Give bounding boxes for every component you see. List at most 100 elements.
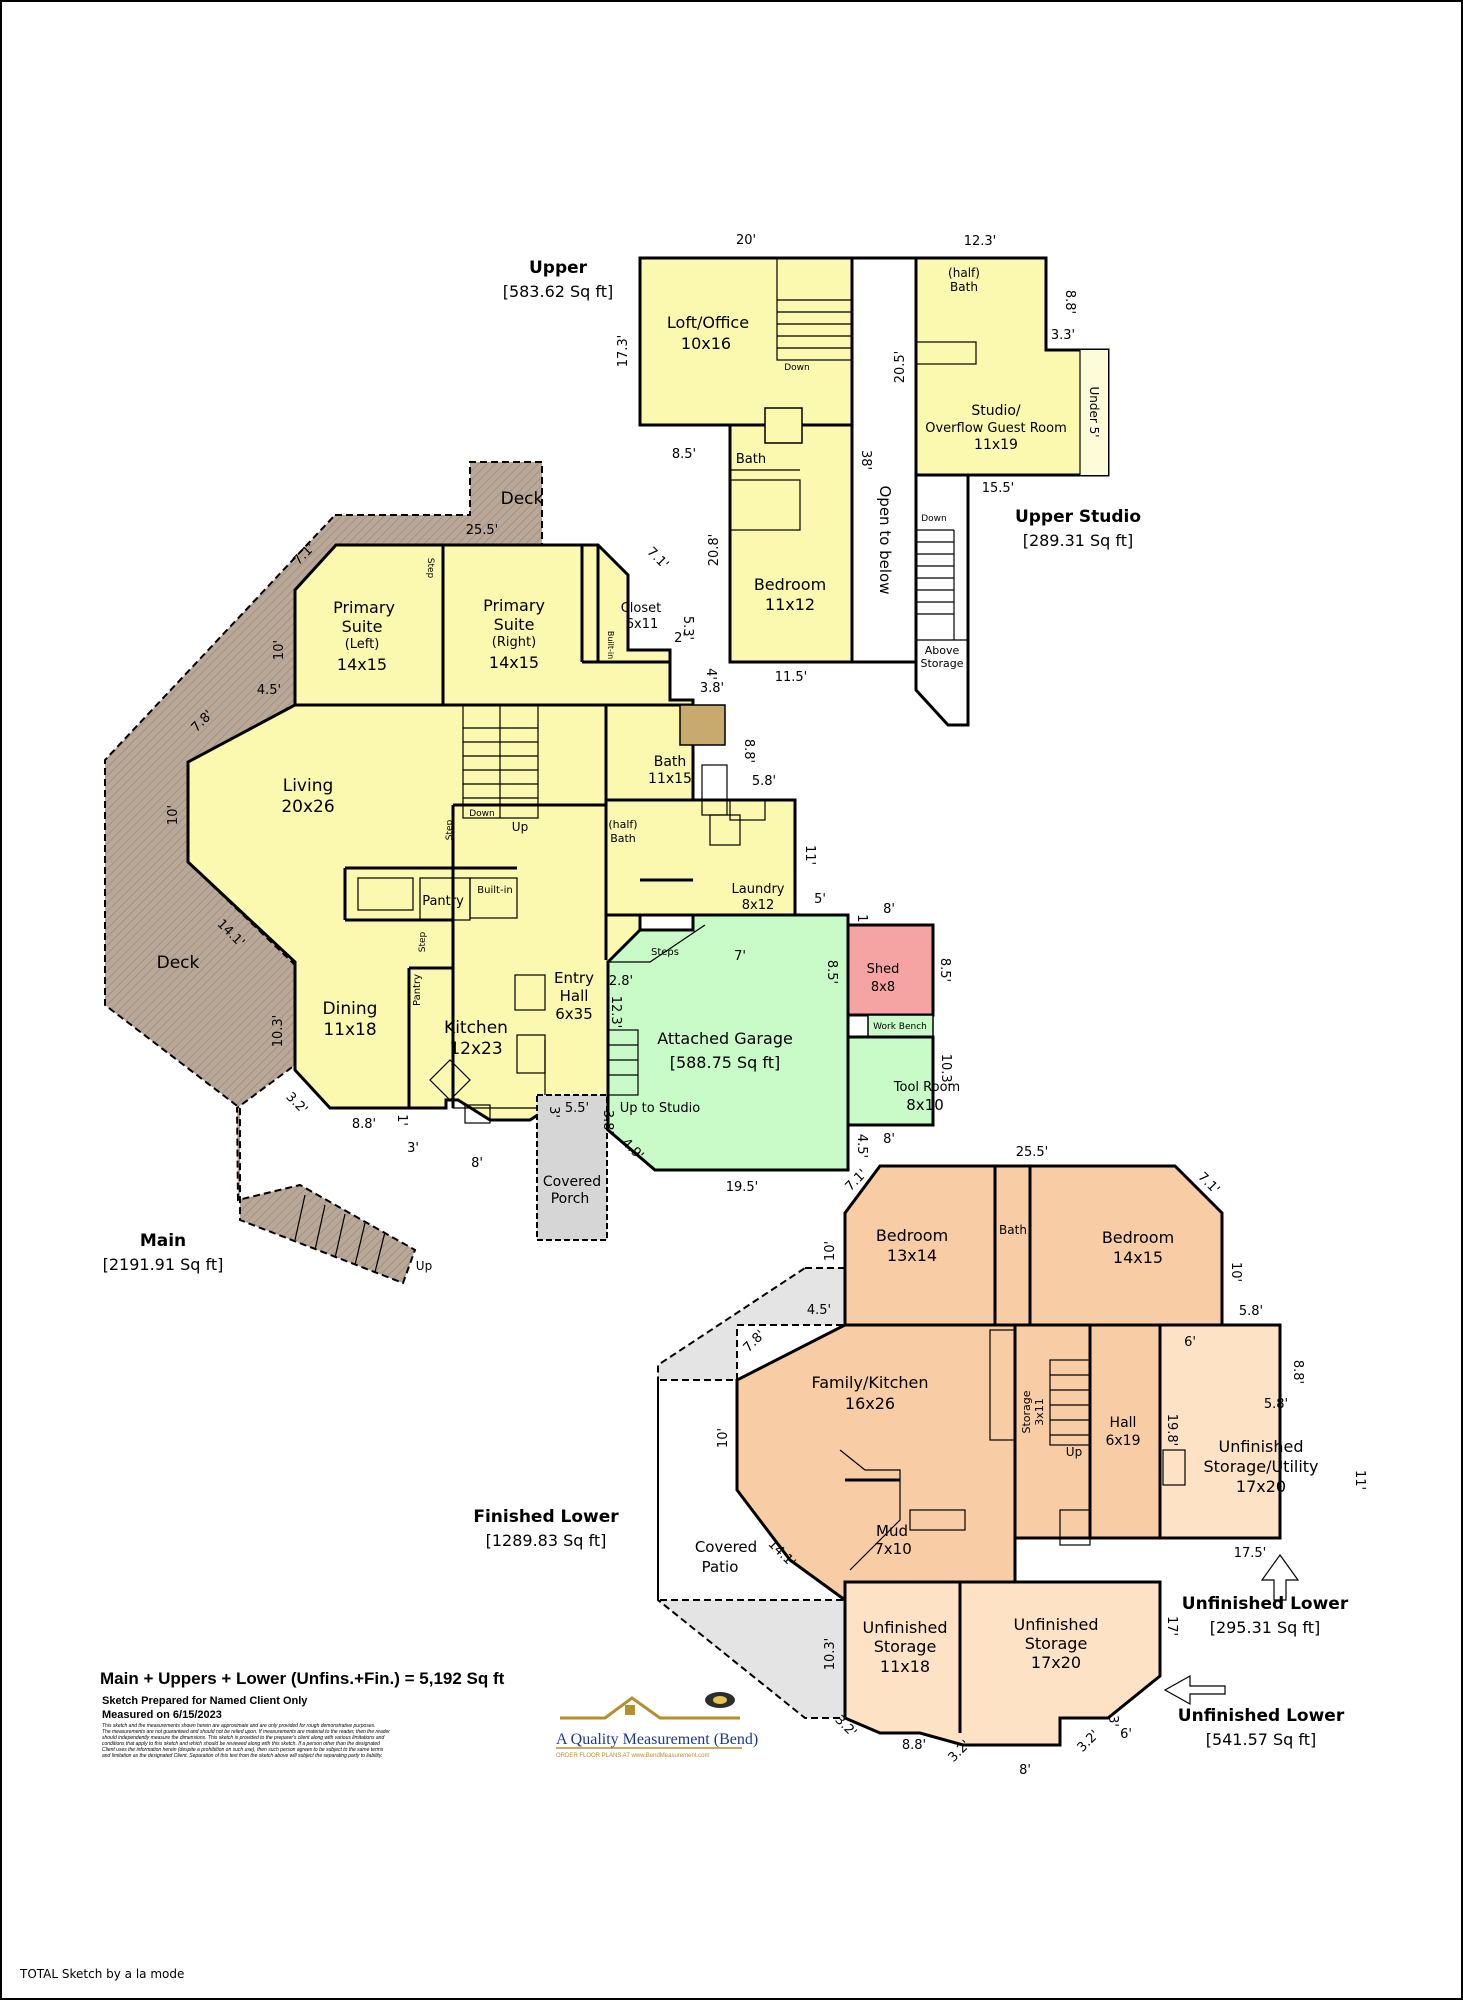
room-size: 3x11	[1033, 1398, 1046, 1426]
dimension-label: 8.8'	[741, 739, 756, 763]
disclaimer-text: This sketch and the measurements shown h…	[102, 1723, 390, 1759]
dimension-label: 5.3'	[680, 616, 695, 640]
room-name: Bedroom	[876, 1226, 948, 1245]
dimension-label: 20.8'	[707, 534, 722, 567]
step-label: Step	[425, 558, 435, 579]
dimension-label: 10'	[1228, 1262, 1243, 1282]
dimension-label: 7.8'	[741, 1328, 769, 1356]
room-size: 17x20	[1031, 1653, 1081, 1672]
stove	[516, 1034, 546, 1074]
room-name: (Left)	[345, 637, 380, 652]
stair-down-label: Down	[921, 514, 947, 524]
section-title-upper-studio: Upper Studio	[1015, 507, 1141, 527]
room-name: Storage	[920, 657, 963, 670]
room-name: Suite	[342, 617, 383, 636]
studio-counter	[915, 341, 977, 365]
dimension-label: 8.8'	[352, 1117, 376, 1132]
room-name: Suite	[494, 615, 535, 634]
dimension-label: 3'	[546, 1106, 561, 1118]
room-area: [588.75 Sq ft]	[670, 1053, 781, 1072]
room-size: 17x20	[1236, 1477, 1286, 1496]
room-name: Kitchen	[444, 1018, 508, 1038]
dimension-label: 4'	[703, 668, 718, 680]
room-size: 14x15	[489, 653, 539, 672]
section-area-upper-studio: [289.31 Sq ft]	[1023, 531, 1134, 550]
room-name: Tool Room	[893, 1080, 960, 1095]
open-to-below-label: Open to below	[876, 485, 894, 594]
dimension-label: 15.5'	[982, 481, 1015, 496]
dimension-label: 2.8'	[609, 974, 633, 989]
utility-box	[1162, 1449, 1186, 1486]
dimension-label: 3.2'	[283, 1090, 311, 1118]
stair-up-label: Up	[512, 820, 528, 834]
dimension-label: 19.8'	[1164, 1414, 1179, 1447]
garage-area	[606, 913, 850, 1172]
deck-label: Deck	[157, 953, 200, 973]
dimension-label: 17.3'	[616, 335, 631, 368]
dimension-label: 20'	[736, 233, 756, 248]
room-size: 6x11	[626, 617, 659, 632]
dimension-label: 5'	[814, 892, 826, 907]
room-size: 11x18	[323, 1020, 376, 1040]
room-size: 16x26	[845, 1394, 895, 1413]
dimension-label: 5.8'	[1264, 1397, 1288, 1412]
section-area-unfinished-lower-2: [541.57 Sq ft]	[1206, 1730, 1317, 1749]
room-size: 12x23	[449, 1039, 502, 1059]
dimension-label: 10.3'	[938, 1054, 953, 1087]
room-name: Bath	[654, 754, 687, 770]
dimension-label: 8'	[1019, 1763, 1031, 1778]
dimension-label: 5.5'	[565, 1101, 589, 1116]
covered-patio-area	[657, 1267, 846, 1719]
stair-up-label: Up	[1066, 1445, 1082, 1459]
logo-tagline: ORDER FLOOR PLANS AT www.BendMeasurement…	[556, 1753, 710, 1759]
room-name: Primary	[333, 598, 395, 617]
section-title-finished-lower: Finished Lower	[473, 1507, 619, 1527]
deck-stairs	[294, 1194, 386, 1273]
upper-bath-fixture	[764, 407, 803, 444]
dimension-label: 3'	[1105, 1715, 1120, 1727]
room-name: Unfinished	[1014, 1615, 1099, 1634]
dimension-label: 10'	[716, 1428, 731, 1448]
kitchen-sink	[464, 1104, 491, 1124]
room-size: 7x10	[874, 1540, 912, 1558]
dimension-label: 10'	[823, 1241, 838, 1261]
section-area-unfinished-lower-1: [295.31 Sq ft]	[1210, 1618, 1321, 1637]
builtin-label: Built-in	[606, 631, 615, 659]
mud-wall	[839, 1449, 901, 1571]
studio-stairs	[915, 529, 968, 726]
room-size: 14x15	[337, 655, 387, 674]
dimension-label: 19.5'	[726, 1180, 759, 1195]
room-size: 11x18	[880, 1657, 930, 1676]
room-name: Bath	[610, 832, 636, 845]
dimension-label: 1'	[394, 1114, 409, 1126]
kitchen-island	[357, 877, 414, 911]
work-bench-label: Work Bench	[873, 1022, 927, 1032]
dimension-label: 7.1'	[644, 545, 672, 573]
room-name: Closet	[621, 601, 662, 616]
room-name: Storage	[1020, 1390, 1033, 1433]
section-title-unfinished-lower-1: Unfinished Lower	[1182, 1594, 1349, 1614]
dimension-label: 3'	[407, 1141, 419, 1156]
room-size: 8x10	[906, 1096, 944, 1114]
room-name: Bath	[950, 280, 978, 294]
dimension-label: 3.8'	[600, 1110, 615, 1134]
dimension-label: 25.5'	[1016, 1145, 1049, 1160]
room-name: Living	[283, 776, 334, 796]
disclaimer-line: should independently measure the dimensi…	[102, 1735, 384, 1741]
room-name: Bedroom	[1102, 1228, 1174, 1247]
up-to-studio-label: Up to Studio	[620, 1101, 701, 1116]
steps-label: Steps	[651, 947, 679, 958]
step-label: Step	[418, 931, 428, 952]
room-size: 11x19	[974, 437, 1018, 453]
section-title-upper: Upper	[529, 258, 588, 278]
prepared-for-note: Sketch Prepared for Named Client Only	[102, 1695, 308, 1707]
dimension-label: 5.8'	[1239, 1304, 1263, 1319]
washer	[709, 814, 741, 846]
fridge	[514, 974, 546, 1011]
room-name: Loft/Office	[667, 313, 749, 332]
room-size: 8x12	[742, 898, 775, 913]
room-name: Laundry	[732, 882, 785, 897]
room-name: Covered	[695, 1538, 757, 1556]
covered-porch-area	[536, 1094, 608, 1241]
